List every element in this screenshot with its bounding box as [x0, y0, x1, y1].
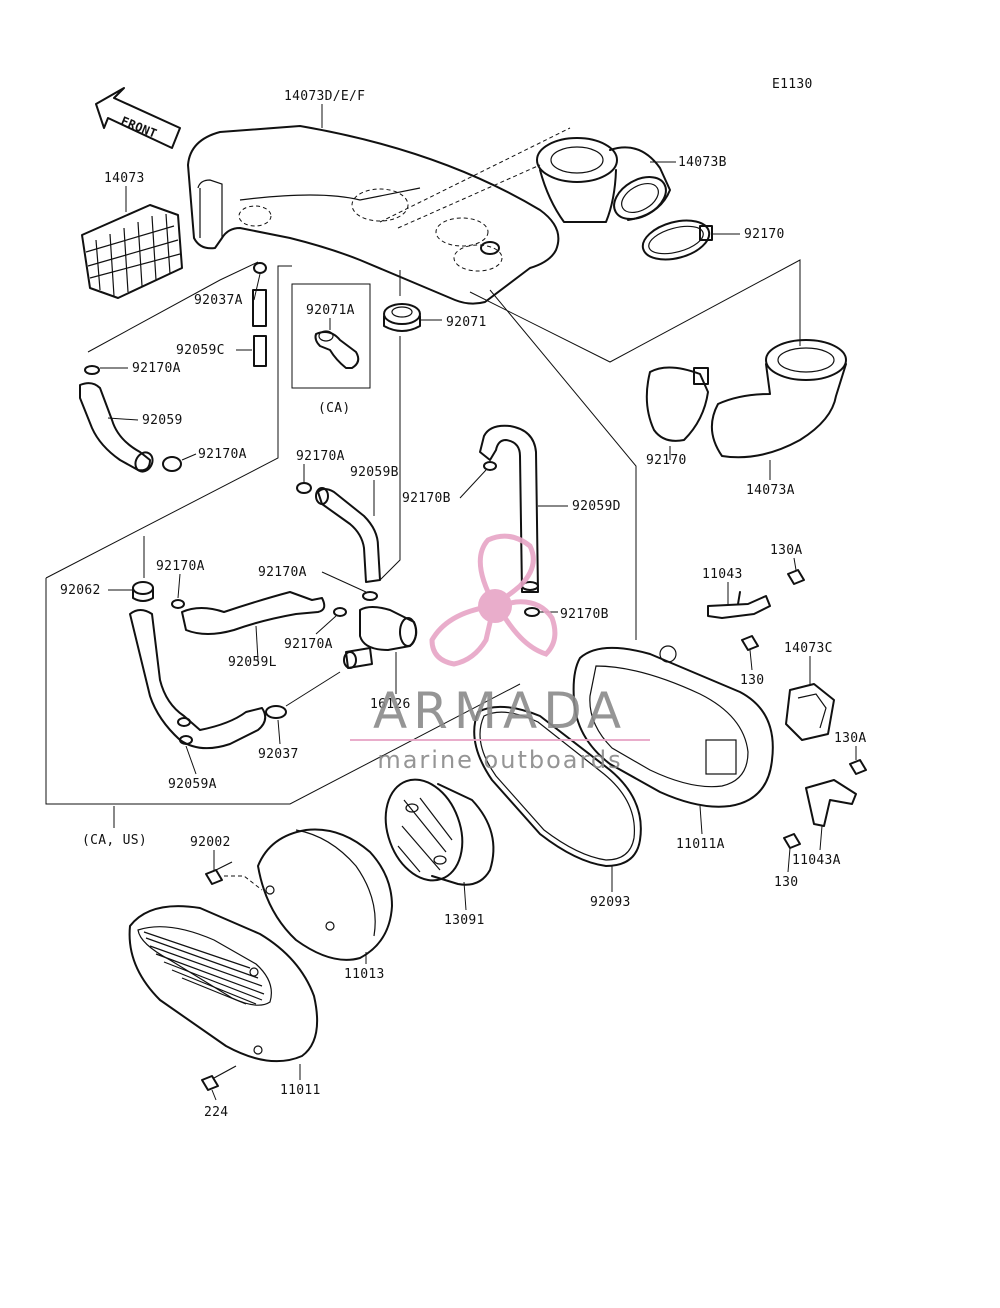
screw-224 [201, 1065, 237, 1091]
bracket-11043A [805, 779, 857, 827]
label-92170B-1: 92170B [402, 491, 451, 506]
armada-propeller-logo-icon [429, 533, 558, 667]
hose-92059L [181, 591, 326, 635]
label-92170-top: 92170 [744, 227, 785, 242]
label-92170A-6: 92170A [284, 637, 333, 652]
label-92037A: 92037A [194, 293, 243, 308]
label-14073DEF: 14073D/E/F [284, 89, 365, 104]
label-16126: 16126 [370, 697, 411, 712]
boot-14073B [536, 137, 671, 223]
label-92170A-4: 92170A [156, 559, 205, 574]
grommet-92071 [383, 303, 421, 332]
label-92093: 92093 [590, 895, 631, 910]
label-11011A: 11011A [676, 837, 725, 852]
air-duct-14073DEF [187, 125, 571, 305]
valve-16126 [343, 606, 418, 669]
hose-92059D [479, 424, 539, 593]
drain-plug-92037A [252, 262, 267, 367]
label-ca-us-note: (CA, US) [82, 833, 147, 848]
label-92170B-2: 92170B [560, 607, 609, 622]
label-14073: 14073 [104, 171, 145, 186]
armada-watermark: ARMADA marine outboards [350, 533, 650, 774]
label-ca-note: (CA) [318, 401, 351, 416]
clip-92170A-4 [171, 599, 185, 609]
clip-92170B-1 [483, 461, 497, 471]
label-92170-right: 92170 [646, 453, 687, 468]
hose-92059A [129, 609, 267, 750]
label-92170A-3: 92170A [296, 449, 345, 464]
label-92059A: 92059A [168, 777, 217, 792]
label-130-1: 130 [740, 673, 764, 688]
clip-92170A-2 [162, 456, 182, 472]
label-92059B: 92059B [350, 465, 399, 480]
clip-92170B-2 [524, 607, 540, 617]
bolt-130-1 [741, 635, 759, 651]
gasket-92093 [473, 705, 642, 867]
boot-14073A [711, 339, 847, 459]
label-92071A: 92071A [306, 303, 355, 318]
label-92059L: 92059L [228, 655, 277, 670]
label-92037: 92037 [258, 747, 299, 762]
label-92002: 92002 [190, 835, 231, 850]
label-14073A: 14073A [746, 483, 795, 498]
cover-plate-11013 [257, 828, 393, 961]
front-arrow-icon: FRONT [95, 87, 181, 149]
label-11013: 11013 [344, 967, 385, 982]
clip-92170A-3 [296, 482, 312, 494]
label-92071: 92071 [446, 315, 487, 330]
bracket-11043 [707, 591, 771, 619]
boot-14073C [785, 683, 835, 741]
bolt-130A-1 [787, 569, 805, 585]
filter-element-13091 [384, 778, 495, 886]
watermark-tagline: marine outboards [377, 746, 622, 774]
label-92059: 92059 [142, 413, 183, 428]
label-11043A: 11043A [792, 853, 841, 868]
label-92170A-1: 92170A [132, 361, 181, 376]
hose-92059 [79, 382, 154, 473]
outer-cover-11011 [128, 905, 319, 1063]
label-130-2: 130 [774, 875, 798, 890]
label-130A-2: 130A [834, 731, 867, 746]
label-92059D: 92059D [572, 499, 621, 514]
front-arrow-label: FRONT [119, 114, 159, 141]
label-13091: 13091 [444, 913, 485, 928]
clip-92037 [265, 705, 287, 719]
label-224: 224 [204, 1105, 228, 1120]
label-11043: 11043 [702, 567, 743, 582]
clip-92170A-1 [84, 365, 100, 375]
label-14073C: 14073C [784, 641, 833, 656]
inset-box-ca [291, 283, 371, 389]
bolt-130-2 [783, 833, 801, 849]
grommet-92062 [132, 581, 154, 602]
diagram-code: E1130 [772, 77, 813, 92]
watermark-brand: ARMADA [373, 682, 627, 740]
label-130A-1: 130A [770, 543, 803, 558]
label-14073B: 14073B [678, 155, 727, 170]
bolt-130A-2 [849, 759, 867, 775]
hose-92059B [315, 487, 381, 583]
label-11011: 11011 [280, 1083, 321, 1098]
clamp-92170-top [641, 219, 713, 261]
label-92059C: 92059C [176, 343, 225, 358]
screw-92002 [205, 861, 233, 885]
label-92062: 92062 [60, 583, 101, 598]
label-92170A-5: 92170A [258, 565, 307, 580]
housing-11011A [572, 645, 774, 808]
clip-92170A-6 [177, 717, 193, 745]
clip-92170A-5 [333, 591, 378, 617]
clamp-92170-right [645, 366, 709, 442]
air-filter-element-14073 [81, 204, 183, 299]
label-92170A-2: 92170A [198, 447, 247, 462]
